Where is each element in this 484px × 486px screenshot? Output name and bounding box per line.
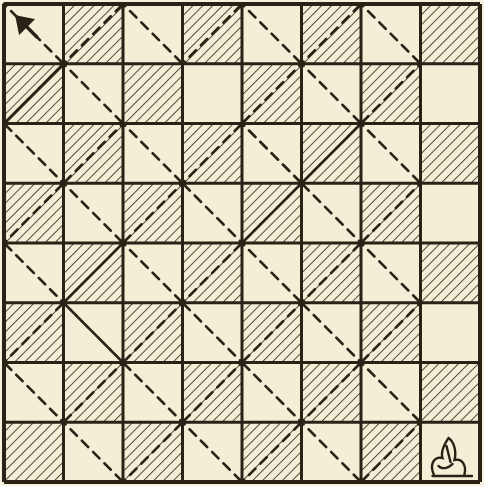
dark-square	[421, 4, 481, 64]
light-square	[183, 64, 243, 124]
dark-square	[421, 363, 481, 423]
dark-square	[4, 422, 64, 482]
dark-square	[421, 243, 481, 303]
dark-square	[123, 64, 183, 124]
dark-square	[421, 124, 481, 184]
light-square	[421, 303, 481, 363]
light-square	[421, 422, 481, 482]
light-square	[421, 64, 481, 124]
light-square	[421, 183, 481, 243]
